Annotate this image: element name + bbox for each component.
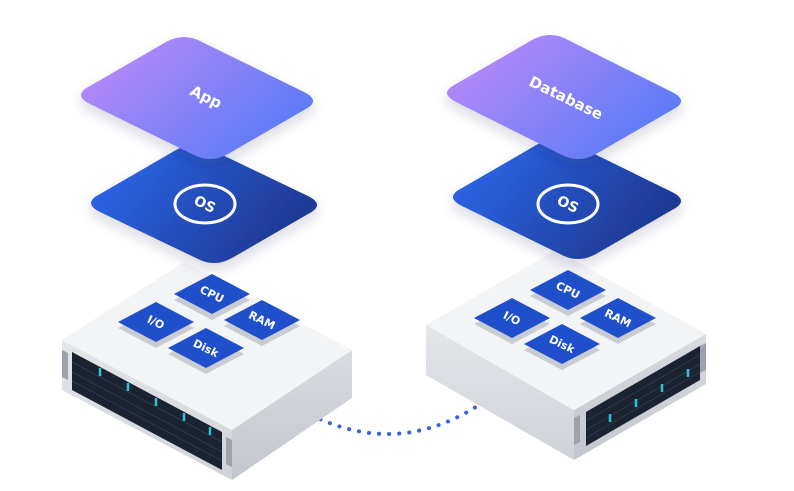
ram-tile-left: RAM	[224, 300, 300, 346]
io-tile-left: I/O	[118, 302, 194, 348]
disk-tile-left: Disk	[168, 328, 244, 374]
server-stack-right: CPU RAM I/O Disk OS Database	[426, 35, 706, 460]
drive-lights-right	[608, 369, 690, 422]
os-layer-left: OS	[91, 145, 317, 263]
database-layer-right: Database	[447, 35, 681, 159]
drive-lights-left	[98, 368, 212, 435]
cpu-tile-left: CPU	[174, 274, 250, 320]
os-badge-left	[173, 183, 237, 225]
os-layer-right: OS	[453, 139, 681, 259]
io-tile-right: I/O	[474, 298, 550, 344]
disk-tile-right: Disk	[524, 324, 600, 370]
server-stack-left: CPU RAM I/O Disk OS App	[62, 37, 352, 480]
os-badge-right	[536, 183, 600, 225]
ram-tile-right: RAM	[580, 298, 656, 344]
cpu-tile-right: CPU	[530, 270, 606, 316]
app-layer-left: App	[81, 37, 313, 159]
